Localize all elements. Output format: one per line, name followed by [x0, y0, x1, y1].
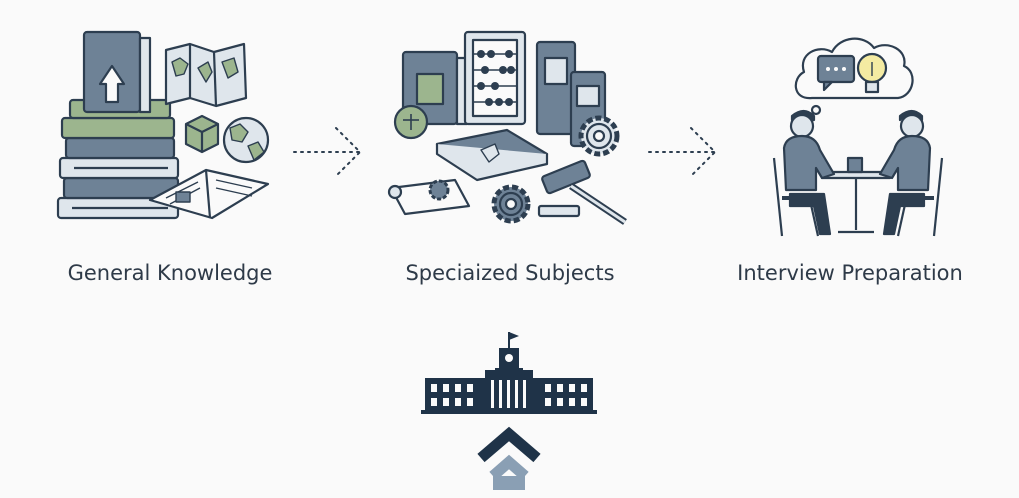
books-globe-map-icon: [56, 30, 270, 220]
interview-conversation-icon: [772, 37, 944, 237]
government-building-icon: [421, 332, 597, 490]
step-label-general-knowledge: General Knowledge: [67, 261, 273, 285]
step-label-specialized-subjects: Speciaized Subjects: [405, 261, 615, 285]
arrow-1: [293, 127, 362, 177]
arrow-2: [648, 127, 717, 177]
subject-books-abacus-gavel-icon: [387, 30, 627, 225]
step-label-interview-preparation: Interview Preparation: [737, 261, 963, 285]
